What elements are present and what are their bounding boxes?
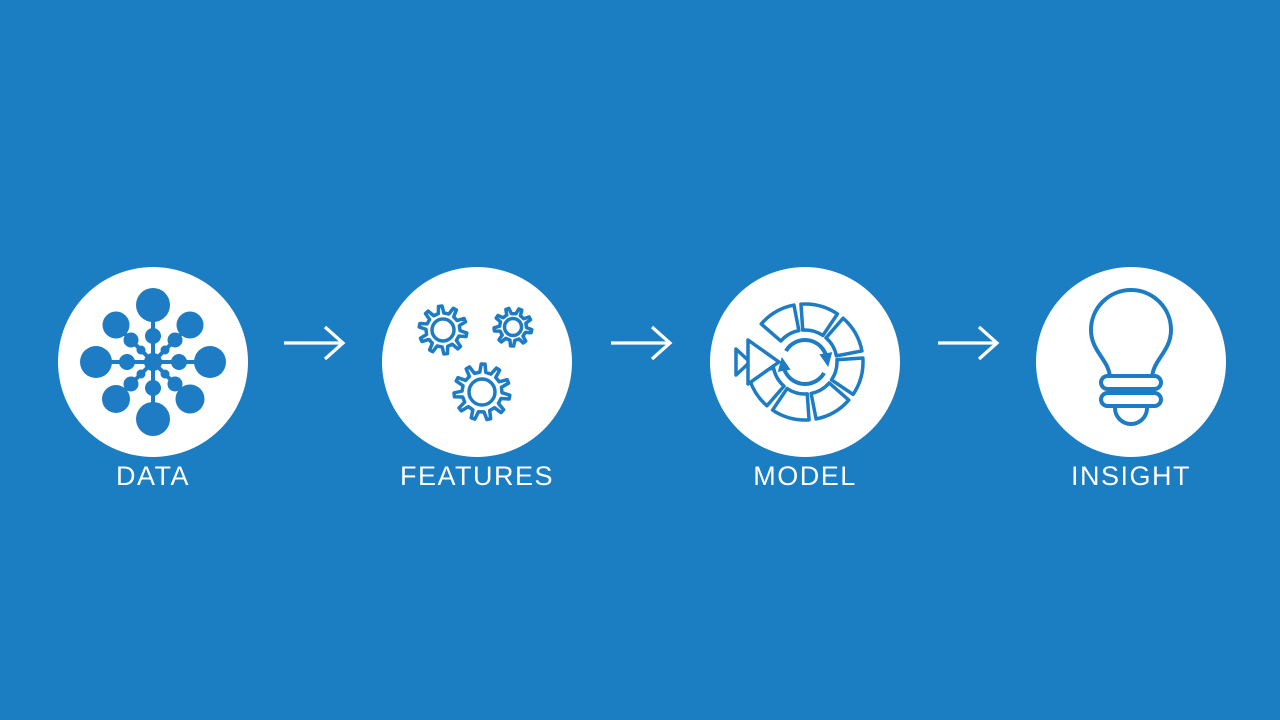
step-label-insight: INSIGHT [1070, 461, 1191, 491]
gear-top-left [417, 304, 469, 356]
data-network-icon [80, 288, 226, 436]
model-cycle-icon [734, 302, 865, 422]
arrow-right-icon [611, 325, 673, 361]
sync-arrows-icon [781, 338, 829, 386]
arrow-right-icon [938, 325, 1000, 361]
gear-top-right [492, 306, 534, 348]
gear-bottom [452, 362, 512, 422]
step-label-model: MODEL [753, 461, 857, 491]
features-circle [382, 267, 572, 457]
play-triangles-icon [734, 338, 781, 386]
model-circle [710, 267, 900, 457]
data-circle [58, 267, 248, 457]
lightbulb-icon [1088, 288, 1174, 426]
gears-icon [417, 304, 534, 422]
insight-circle [1036, 267, 1226, 457]
step-label-features: FEATURES [399, 461, 554, 491]
arrow-right-icon [284, 325, 346, 361]
segment-ring [746, 302, 865, 422]
step-label-data: DATA [115, 461, 190, 491]
